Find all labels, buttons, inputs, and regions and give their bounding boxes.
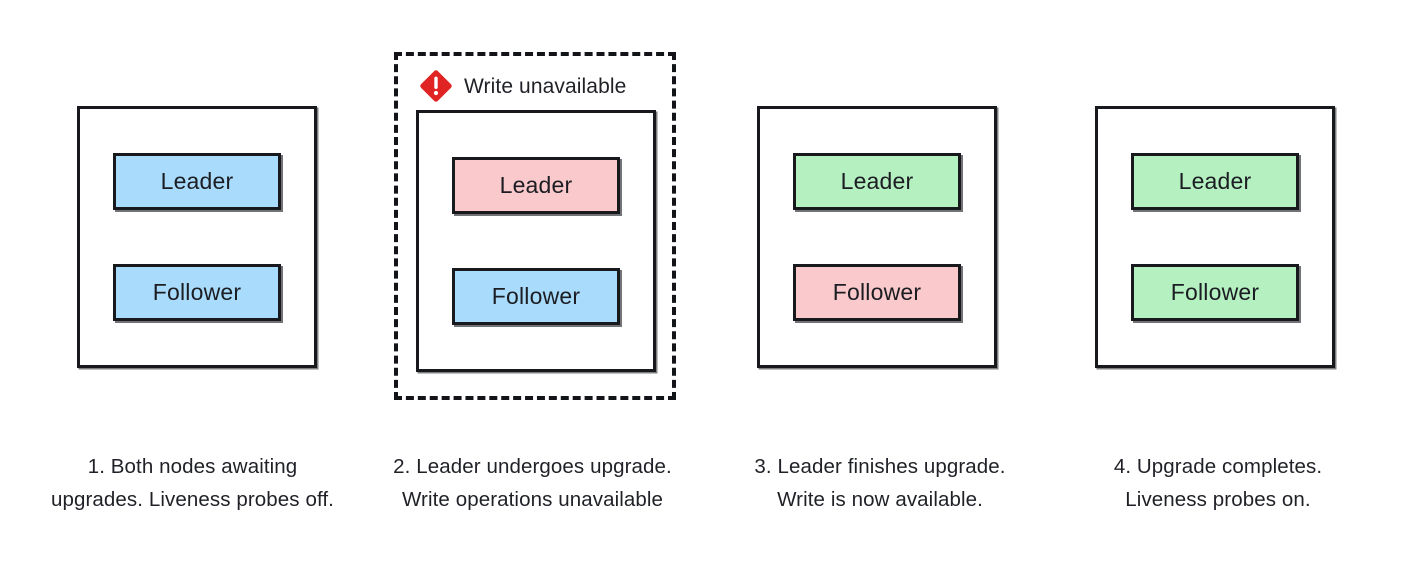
panel-3-follower-label: Follower bbox=[832, 279, 922, 305]
caption-1-line-1: 1. Both nodes awaiting bbox=[87, 455, 298, 478]
panel-3-follower-chip: Follower bbox=[793, 264, 961, 321]
panel-3-leader-chip: Leader bbox=[793, 153, 961, 210]
panel-4: Leader Follower bbox=[1048, 52, 1388, 392]
panel-2-alert-frame: Write unavailable Leader Follower bbox=[394, 52, 676, 400]
panel-4-leader-chip: Leader bbox=[1131, 153, 1299, 210]
panel-4-frame: Leader Follower bbox=[1077, 52, 1359, 392]
panel-3-frame: Leader Follower bbox=[739, 52, 1021, 392]
caption-3-line-2: Write is now available. bbox=[777, 488, 983, 511]
panel-2-follower-chip: Follower bbox=[452, 268, 620, 325]
panel-2-leader-label: Leader bbox=[499, 172, 573, 198]
caption-panel-2: 2. Leader undergoes upgrade. Write opera… bbox=[355, 450, 710, 516]
panel-2-alert-label: Write unavailable bbox=[464, 74, 627, 98]
panel-1-leader-chip: Leader bbox=[113, 153, 281, 210]
caption-2-line-1: 2. Leader undergoes upgrade. bbox=[393, 455, 672, 478]
panel-3: Leader Follower bbox=[710, 52, 1050, 392]
panel-1-node-box: Leader Follower bbox=[77, 106, 317, 368]
panel-3-leader-label: Leader bbox=[840, 168, 914, 194]
panel-2-alert-header: Write unavailable bbox=[416, 64, 654, 108]
panel-2-follower-label: Follower bbox=[491, 283, 581, 309]
panel-1-leader-label: Leader bbox=[160, 168, 234, 194]
caption-3-line-1: 3. Leader finishes upgrade. bbox=[754, 455, 1006, 478]
panel-4-follower-label: Follower bbox=[1170, 279, 1260, 305]
panel-3-head-spacer bbox=[757, 60, 1003, 106]
panel-1-frame: Leader Follower bbox=[59, 52, 341, 392]
panel-2-leader-chip: Leader bbox=[452, 157, 620, 214]
panel-1-follower-chip: Follower bbox=[113, 264, 281, 321]
panel-1: Leader Follower bbox=[0, 52, 400, 392]
panel-4-node-box: Leader Follower bbox=[1095, 106, 1335, 368]
caption-2-line-2: Write operations unavailable bbox=[401, 488, 664, 511]
panel-2: Write unavailable Leader Follower bbox=[355, 52, 715, 400]
caption-panel-3: 3. Leader finishes upgrade. Write is now… bbox=[710, 450, 1050, 516]
caption-4-line-2: Liveness probes on. bbox=[1125, 488, 1311, 511]
panel-1-head-spacer bbox=[77, 60, 323, 106]
caption-1-line-2: upgrades. Liveness probes off. bbox=[51, 488, 334, 511]
panel-4-leader-label: Leader bbox=[1178, 168, 1252, 194]
caption-panel-1: 1. Both nodes awaiting upgrades. Livenes… bbox=[0, 450, 385, 516]
panel-3-node-box: Leader Follower bbox=[757, 106, 997, 368]
caption-panel-4: 4. Upgrade completes. Liveness probes on… bbox=[1048, 450, 1388, 516]
warning-diamond-icon bbox=[418, 68, 454, 104]
panel-4-follower-chip: Follower bbox=[1131, 264, 1299, 321]
caption-4-line-1: 4. Upgrade completes. bbox=[1113, 455, 1323, 478]
panel-1-follower-label: Follower bbox=[152, 279, 242, 305]
panel-2-node-box: Leader Follower bbox=[416, 110, 656, 372]
panel-4-head-spacer bbox=[1095, 60, 1341, 106]
